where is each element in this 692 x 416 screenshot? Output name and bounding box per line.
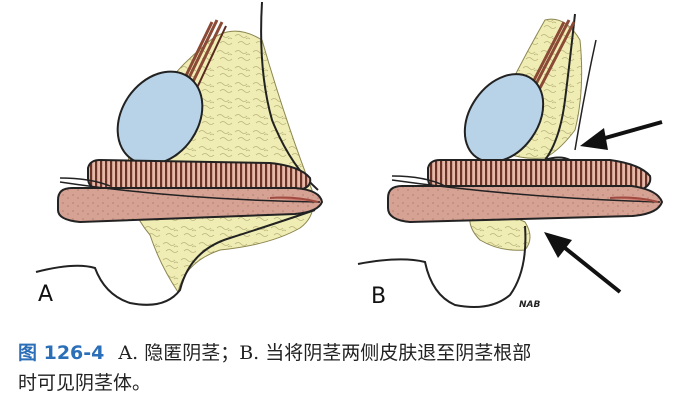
testis-b	[463, 73, 545, 163]
figure-label: 图 126-4	[18, 342, 105, 364]
skin-line-b	[542, 13, 576, 162]
caption-line-1: A. 隐匿阴茎；B. 当将阴茎两侧皮肤退至阴茎根部	[118, 342, 532, 364]
figure-caption: 图 126-4 A. 隐匿阴茎；B. 当将阴茎两侧皮肤退至阴茎根部 时可见阴茎体。	[18, 338, 678, 398]
panel-label-b: B	[371, 284, 387, 309]
panel-b-drawing	[357, 13, 664, 308]
panel-label-a: A	[38, 282, 54, 307]
urethra-b	[391, 179, 661, 203]
scrotum-outline-a	[35, 209, 316, 306]
spermatic-cord-a	[178, 19, 227, 91]
anatomy-diagram	[35, 1, 664, 308]
caption-line-2: 时可见阴茎体。	[18, 372, 152, 394]
corpus-a	[87, 158, 312, 191]
shaft-b	[387, 185, 664, 224]
arrow-icon	[544, 232, 622, 294]
artist-signature: NAB	[519, 300, 541, 310]
testis-a	[116, 70, 204, 166]
scrotum-outline-b	[357, 225, 527, 308]
urethra-a	[59, 181, 321, 203]
panel-a-drawing	[35, 1, 324, 306]
shaft-a	[57, 187, 324, 224]
spermatic-cord-b	[528, 19, 576, 89]
arrow-icon	[580, 120, 663, 150]
